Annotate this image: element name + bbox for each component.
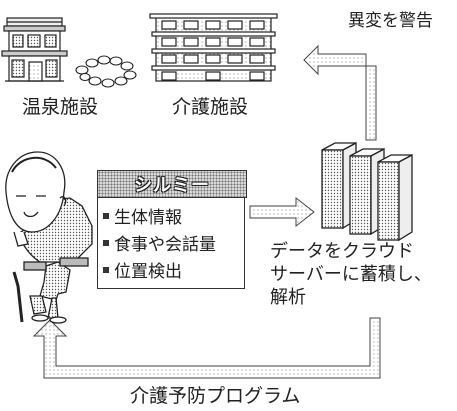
bullet-icon bbox=[103, 239, 109, 246]
care-facility-label: 介護施設 bbox=[172, 96, 249, 118]
feature-item: 生体情報 bbox=[100, 202, 244, 229]
program-arrow bbox=[32, 317, 381, 379]
feature-item: 位置検出 bbox=[100, 256, 244, 283]
device-feature-list: 生体情報 食事や会話量 位置検出 bbox=[97, 197, 245, 289]
hot-spring-facility-label: 温泉施設 bbox=[22, 96, 99, 118]
alert-arrow bbox=[303, 44, 377, 141]
care-facility-icon bbox=[149, 13, 278, 82]
device-name-box: シルミー bbox=[97, 170, 247, 198]
alert-label: 異変を警告 bbox=[348, 11, 433, 31]
data-send-arrow bbox=[249, 196, 315, 228]
care-prevention-program-label: 介護予防プログラム bbox=[130, 385, 301, 407]
elderly-person-icon bbox=[5, 151, 93, 324]
bullet-icon bbox=[103, 212, 109, 219]
hot-spring-stones-icon bbox=[75, 55, 137, 88]
device-name: シルミー bbox=[134, 175, 210, 196]
feature-item: 食事や会話量 bbox=[100, 229, 244, 256]
hot-spring-facility-icon bbox=[1, 17, 68, 82]
feature-label: 食事や会話量 bbox=[114, 235, 216, 255]
cloud-server-icon bbox=[321, 141, 413, 242]
feature-label: 生体情報 bbox=[114, 208, 182, 228]
bullet-icon bbox=[103, 266, 109, 273]
feature-label: 位置検出 bbox=[114, 262, 182, 282]
cloud-analysis-label: データをクラウド サーバーに蓄積し、 解析 bbox=[270, 241, 432, 308]
